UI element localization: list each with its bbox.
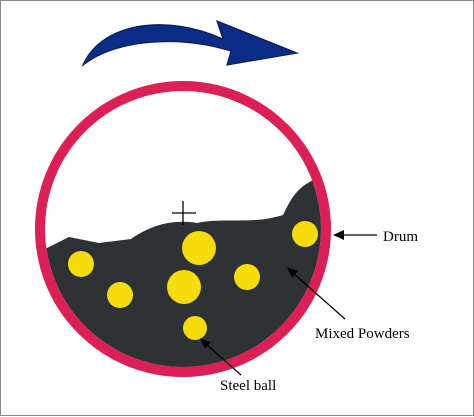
mixed-powders-label: Mixed Powders: [315, 326, 410, 342]
mixed-powders-leader: [287, 267, 346, 320]
rotation-arrow-icon: [81, 19, 300, 67]
drum-ring: [35, 81, 331, 377]
steel-ball: [68, 251, 94, 277]
steel-ball-label: Steel ball: [220, 378, 276, 394]
steel-ball: [107, 282, 133, 308]
steel-ball: [183, 316, 207, 340]
steel-ball-leader: [200, 338, 242, 376]
drum-label: Drum: [383, 229, 418, 245]
steel-ball: [292, 221, 318, 247]
drum-leader: [333, 230, 377, 240]
center-crosshair-icon: [172, 201, 196, 225]
steel-ball: [234, 264, 260, 290]
steel-ball: [167, 270, 201, 304]
steel-ball: [182, 231, 216, 265]
